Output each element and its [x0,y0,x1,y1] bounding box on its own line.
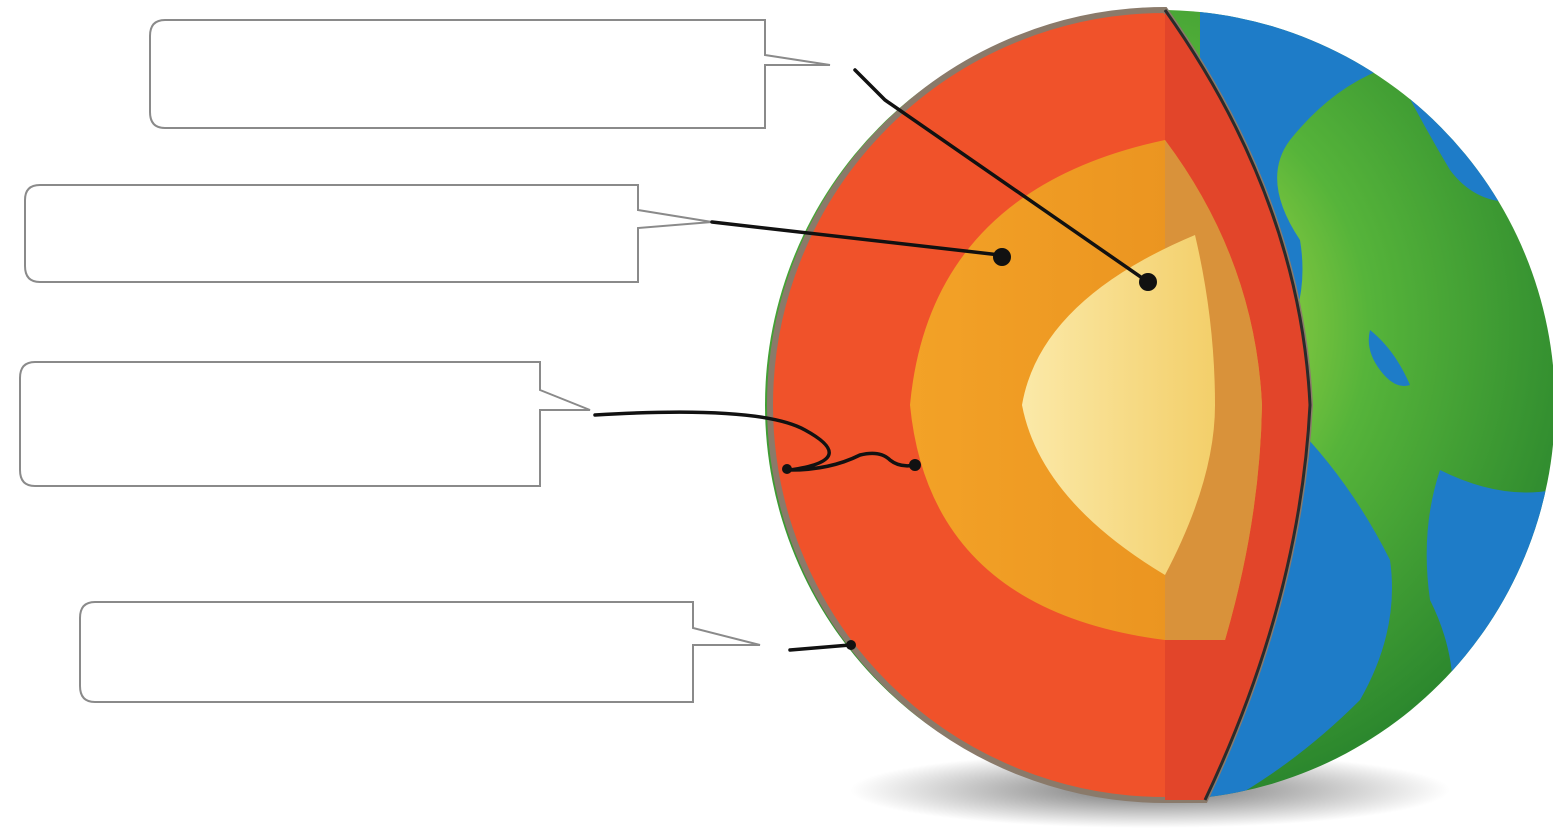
callout-crust-boundary [19,361,591,487]
pointer-line-mantle [710,220,1002,257]
callout-core-box [149,19,831,129]
callout-crust-boundary-box [19,361,591,487]
callout-mantle [24,184,713,283]
callout-mantle-box [24,184,713,283]
globe [765,6,1553,803]
pointer-dot-core [1139,273,1157,291]
pointer-dots [782,248,1157,650]
callout-crust-box [79,601,761,703]
pointer-dot-boundary-a [782,464,792,474]
callout-crust [79,601,761,703]
pointer-line-core [853,68,1150,284]
pointer-dot-mantle [993,248,1011,266]
cut-seam [1163,9,1312,801]
pointer-line-crust [788,643,852,652]
pointer-dot-crust [846,640,856,650]
pointer-dot-boundary-b [909,459,921,471]
callout-core [149,19,831,129]
core-layer [1022,235,1215,575]
